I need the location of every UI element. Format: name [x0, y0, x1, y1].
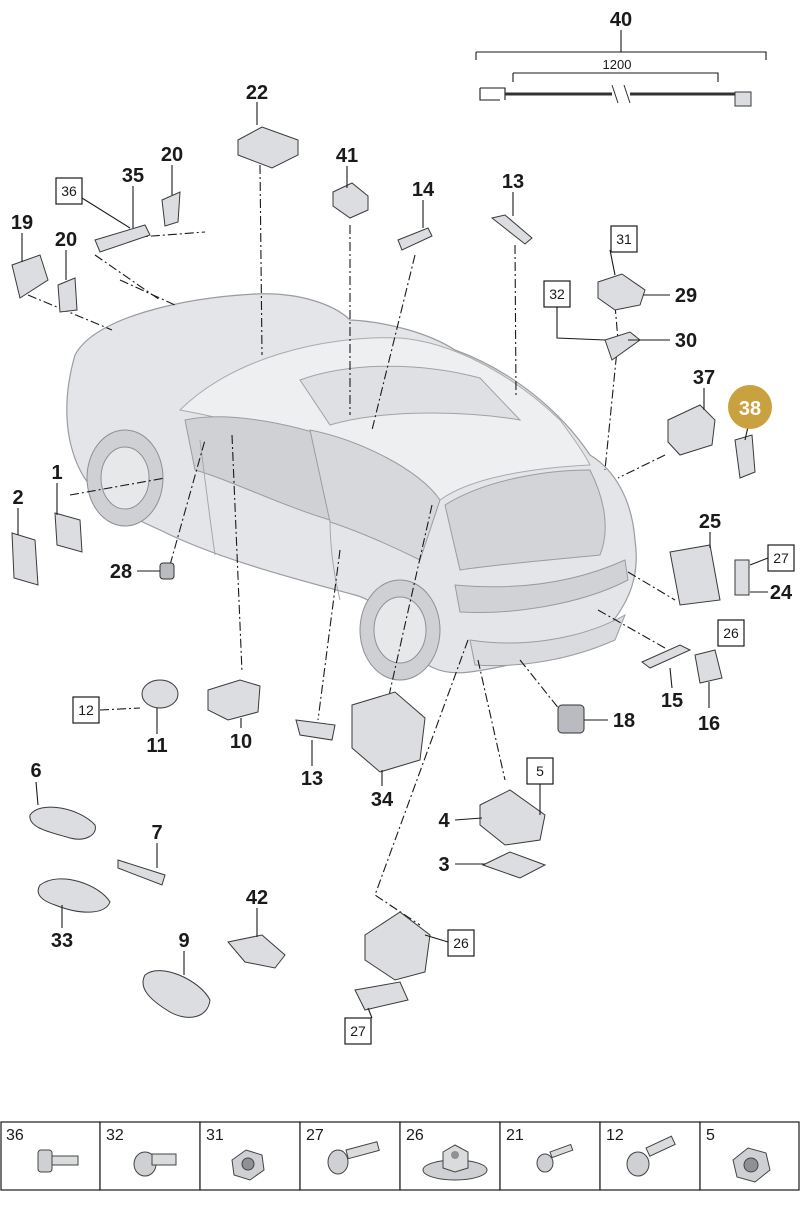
callout-18: 18 [613, 710, 635, 732]
callout-13-top: 13 [502, 171, 524, 193]
cable-length-dimension: 1200 [603, 57, 632, 72]
boxed-callouts: 36 31 32 27 26 12 5 26 [55, 177, 795, 1045]
boxed-callout-12: 12 [72, 696, 100, 724]
svg-text:5: 5 [536, 763, 544, 779]
callout-22: 22 [246, 82, 268, 104]
callout-14: 14 [412, 179, 435, 201]
svg-text:26: 26 [453, 935, 469, 951]
callout-40: 40 [610, 9, 632, 31]
svg-text:26: 26 [406, 1127, 424, 1144]
fastener-cell-32[interactable]: 32 [99, 1121, 201, 1191]
svg-text:36: 36 [6, 1127, 24, 1144]
callout-24: 24 [770, 582, 793, 604]
boxed-callout-36: 36 [55, 177, 83, 205]
callout-labels: 40 22 41 14 13 35 20 19 20 29 30 37 1 2 … [11, 9, 793, 952]
callout-11: 11 [146, 735, 167, 757]
callout-4: 4 [438, 810, 450, 832]
fastener-cell-21[interactable]: 21 [499, 1121, 601, 1191]
bolt-icon [37, 1149, 79, 1173]
callout-1: 1 [51, 462, 62, 484]
svg-text:32: 32 [549, 286, 565, 302]
part-shapes [11, 126, 756, 1018]
callout-10: 10 [230, 731, 252, 753]
callout-leaders [17, 102, 769, 1019]
cap-screw-icon [133, 1151, 177, 1177]
callout-25: 25 [699, 511, 721, 533]
callout-41: 41 [336, 145, 358, 167]
boxed-callout-5: 5 [526, 757, 554, 785]
vehicle-body-illustration [66, 293, 637, 681]
svg-text:12: 12 [78, 702, 94, 718]
hex-nut-icon [231, 1149, 265, 1181]
svg-text:12: 12 [606, 1127, 624, 1144]
callout-20-top: 20 [161, 144, 183, 166]
callout-16: 16 [698, 713, 720, 735]
svg-text:26: 26 [723, 625, 739, 641]
svg-text:27: 27 [350, 1023, 366, 1039]
svg-text:38: 38 [739, 398, 761, 420]
boxed-callout-26-right: 26 [717, 619, 745, 647]
fastener-cell-36[interactable]: 36 [0, 1121, 101, 1191]
boxed-callout-31: 31 [610, 225, 638, 253]
fastener-cell-27[interactable]: 27 [299, 1121, 401, 1191]
fastener-cell-5[interactable]: 5 [699, 1121, 800, 1191]
fastener-cell-12[interactable]: 12 [599, 1121, 701, 1191]
callout-3: 3 [438, 854, 449, 876]
svg-text:5: 5 [706, 1127, 715, 1144]
fastener-cell-31[interactable]: 31 [199, 1121, 301, 1191]
torx-bolt-icon [626, 1135, 676, 1177]
leader-lines [27, 164, 676, 926]
boxed-callout-32: 32 [543, 280, 571, 308]
screw-icon [536, 1143, 574, 1173]
flange-nut-icon [422, 1144, 488, 1181]
highlighted-callout-38[interactable]: 38 [728, 385, 772, 429]
boxed-callout-27-bottom: 27 [344, 1017, 372, 1045]
callout-19: 19 [11, 212, 33, 234]
svg-text:21: 21 [506, 1127, 524, 1144]
callout-13-bottom: 13 [301, 768, 323, 790]
callout-2: 2 [12, 487, 23, 509]
callout-9: 9 [178, 930, 189, 952]
flange-bolt-icon [327, 1141, 380, 1175]
callout-37: 37 [693, 367, 715, 389]
callout-42: 42 [246, 887, 268, 909]
hex-nut-icon [732, 1147, 771, 1183]
boxed-callout-27-right: 27 [767, 544, 795, 572]
callout-15: 15 [661, 690, 683, 712]
callout-20-left: 20 [55, 229, 77, 251]
svg-text:27: 27 [306, 1127, 324, 1144]
boxed-callout-26-bottom: 26 [447, 929, 475, 957]
callout-6: 6 [30, 760, 41, 782]
callout-28: 28 [110, 561, 132, 583]
svg-text:36: 36 [61, 183, 77, 199]
svg-text:32: 32 [106, 1127, 124, 1144]
callout-29: 29 [675, 285, 697, 307]
svg-text:27: 27 [773, 550, 789, 566]
cable-assembly-40: 1200 [475, 30, 767, 107]
svg-text:31: 31 [616, 231, 632, 247]
fastener-strip: 36 32 31 27 [0, 1121, 800, 1191]
fastener-cell-26[interactable]: 26 [399, 1121, 501, 1191]
callout-33: 33 [51, 930, 73, 952]
callout-35: 35 [122, 165, 144, 187]
svg-text:31: 31 [206, 1127, 224, 1144]
callout-30: 30 [675, 330, 697, 352]
callout-7: 7 [151, 822, 162, 844]
callout-34: 34 [371, 789, 394, 811]
